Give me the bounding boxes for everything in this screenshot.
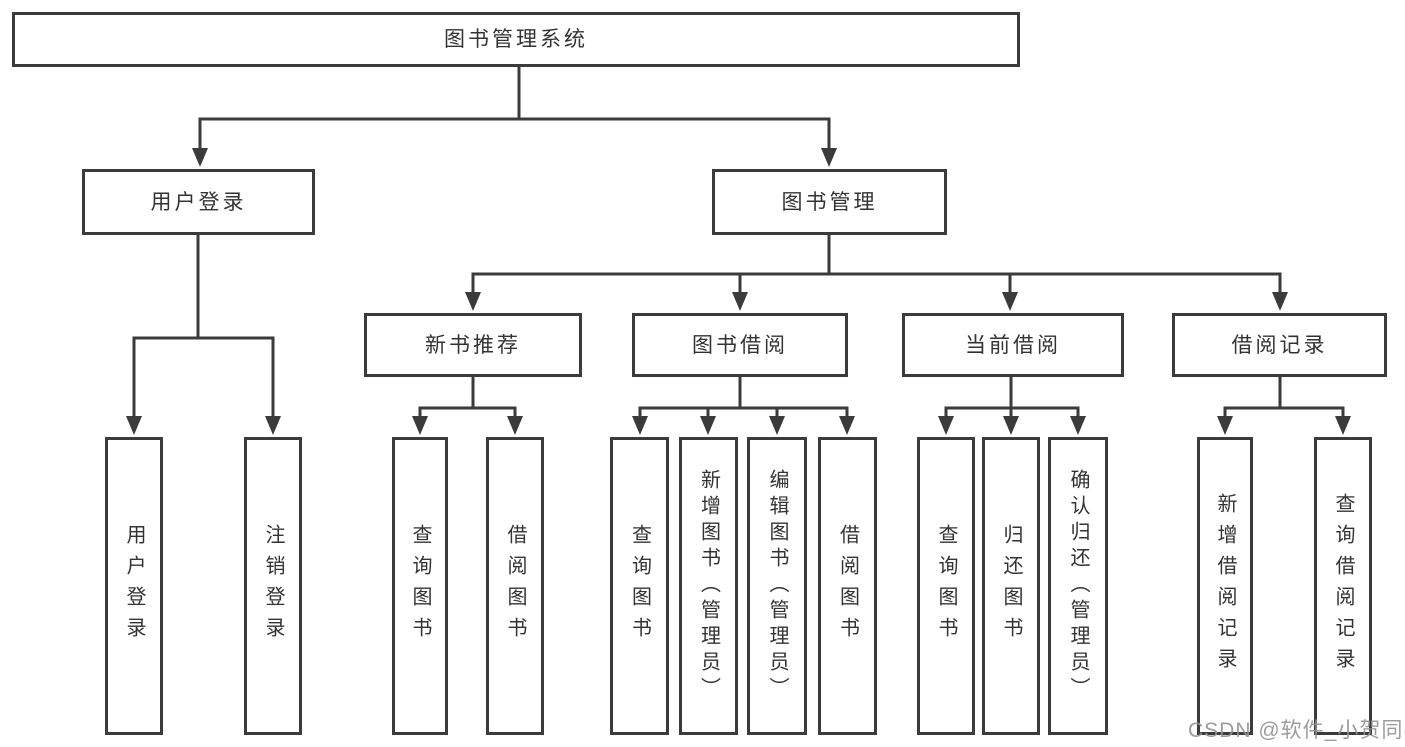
node-label: 新书推荐 <box>425 333 521 357</box>
node-label: 查询借阅记录 <box>1332 493 1354 679</box>
node-label: 确认归还（管理员） <box>1067 469 1089 703</box>
node-label: 查询图书 <box>409 524 431 648</box>
leaf-logout: 注销登录 <box>244 437 302 735</box>
leaf-user-login: 用户登录 <box>105 437 163 735</box>
node-label: 新增图书（管理员） <box>697 469 720 703</box>
node-label: 注销登录 <box>262 524 284 648</box>
node-label: 借阅记录 <box>1231 333 1328 357</box>
node-label: 用户登录 <box>123 524 145 648</box>
leaf-borrow-books-recommend: 借阅图书 <box>486 437 544 735</box>
node-label: 图书管理 <box>781 190 878 214</box>
node-borrowing-records: 借阅记录 <box>1172 313 1387 377</box>
leaf-return-books: 归还图书 <box>982 437 1040 735</box>
leaf-confirm-return-admin: 确认归还（管理员） <box>1048 437 1108 735</box>
node-label: 借阅图书 <box>836 524 859 648</box>
leaf-add-borrow-record: 新增借阅记录 <box>1197 437 1253 735</box>
node-library-management-system: 图书管理系统 <box>12 12 1020 67</box>
node-label: 归还图书 <box>1000 524 1022 648</box>
node-new-book-recommendation: 新书推荐 <box>364 313 582 377</box>
leaf-add-books-admin: 新增图书（管理员） <box>679 437 738 735</box>
node-label: 查询图书 <box>628 524 651 648</box>
node-label: 新增借阅记录 <box>1214 493 1236 679</box>
leaf-query-books-borrowing: 查询图书 <box>610 437 669 735</box>
leaf-query-books-current: 查询图书 <box>917 437 975 735</box>
node-current-borrowing: 当前借阅 <box>902 313 1124 377</box>
node-label: 编辑图书（管理员） <box>766 469 788 703</box>
node-label: 查询图书 <box>935 524 957 648</box>
node-book-borrowing: 图书借阅 <box>632 313 848 377</box>
node-book-management: 图书管理 <box>712 169 947 235</box>
leaf-edit-books-admin: 编辑图书（管理员） <box>747 437 807 735</box>
node-user-login: 用户登录 <box>82 169 315 235</box>
leaf-query-books-recommend: 查询图书 <box>392 437 448 735</box>
arrowheads <box>126 148 1351 435</box>
node-label: 图书管理系统 <box>444 28 588 51</box>
watermark: CSDN @软件_小贺同学 <box>1188 719 1405 742</box>
node-label: 图书借阅 <box>692 333 788 357</box>
node-label: 借阅图书 <box>504 524 526 648</box>
node-label: 当前借阅 <box>965 333 1061 357</box>
leaf-query-borrow-record: 查询借阅记录 <box>1314 437 1372 735</box>
node-label: 用户登录 <box>150 190 247 214</box>
leaf-borrow-books-borrowing: 借阅图书 <box>818 437 877 735</box>
